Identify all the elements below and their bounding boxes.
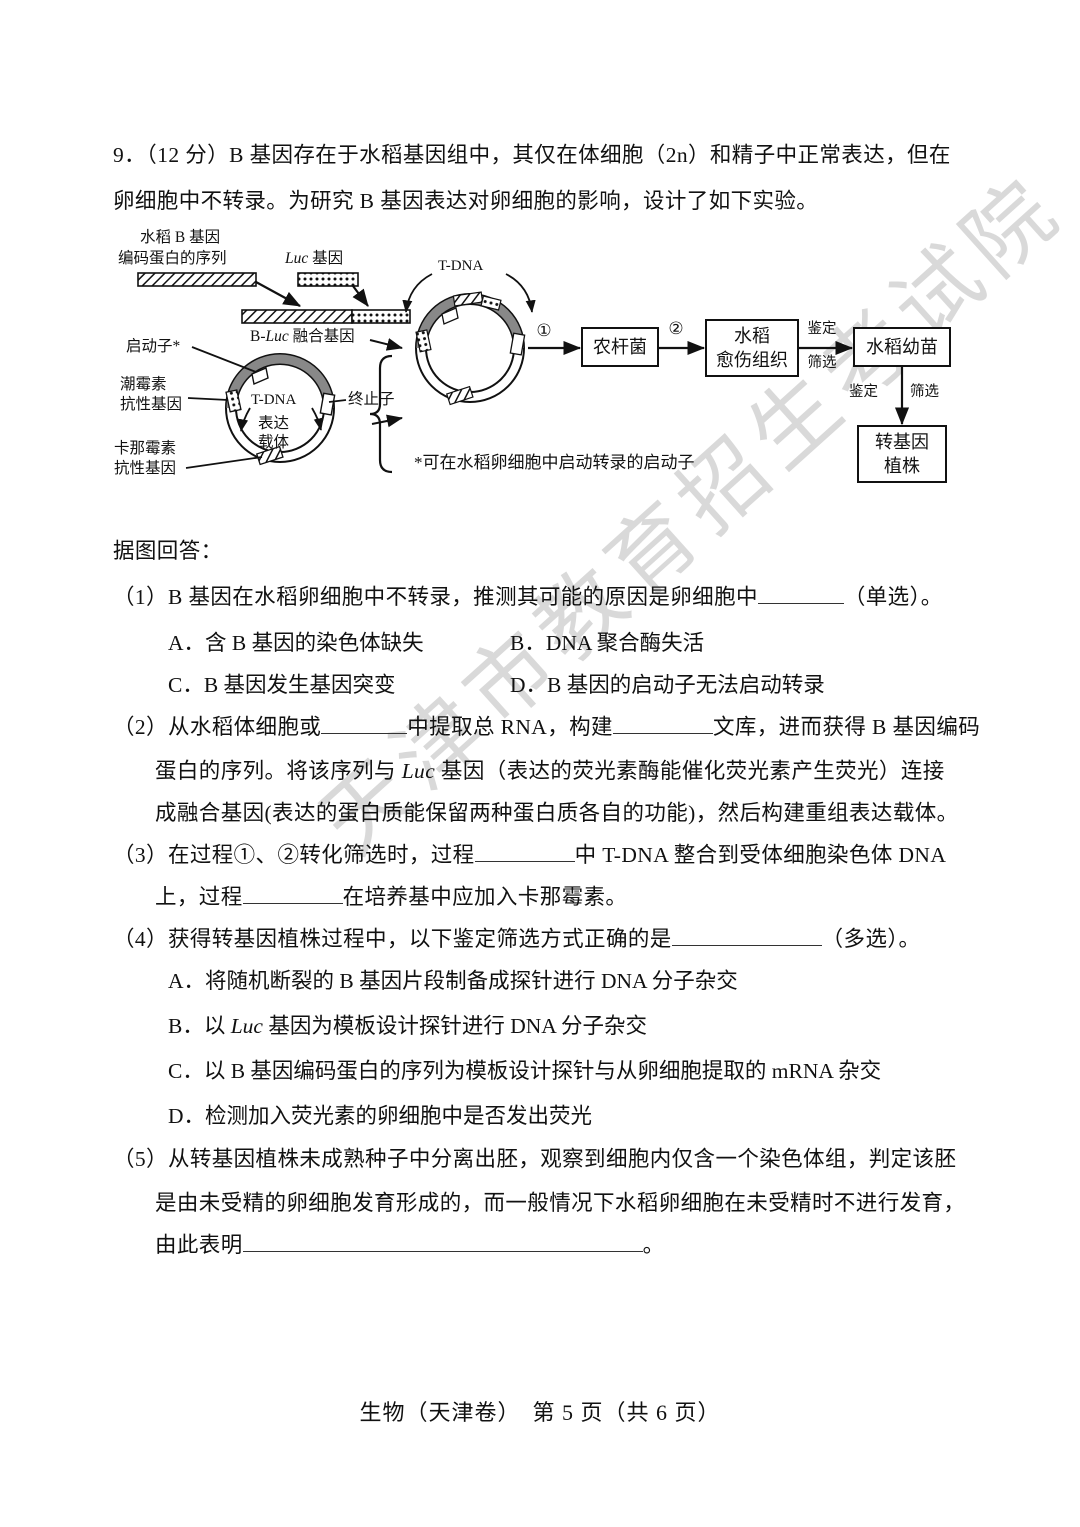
q4-option-b-prefix: B．以 — [168, 1014, 231, 1038]
q1-text-after: （单选）。 — [843, 585, 943, 609]
sub-question-3-line-1: （3）在过程①、②转化筛选时，过程 中 T-DNA 整合到受体细胞染色体 DNA — [113, 832, 1003, 878]
label-callus-1: 水稻 — [734, 326, 770, 346]
label-hygromycin-line2: 抗性基因 — [120, 395, 182, 413]
sub-question-2-line-3: 成融合基因(表达的蛋白质能保留两种蛋白质各自的功能)，然后构建重组表达载体。 — [155, 801, 959, 825]
q3-answer-blank-2[interactable] — [242, 883, 343, 904]
label-callus-2: 愈伤组织 — [716, 350, 788, 370]
q5-line3-b: 。 — [642, 1233, 665, 1257]
q3-line1-b: 中 T-DNA 整合到受体细胞染色体 DNA — [574, 843, 947, 867]
fusion-gene-luc-part — [351, 309, 411, 324]
q4-answer-blank[interactable] — [671, 925, 822, 946]
q3-answer-blank-1[interactable] — [474, 841, 575, 862]
q2-answer-blank-1[interactable] — [321, 713, 408, 734]
box-transgenic-plant — [857, 425, 947, 483]
label-kanamycin-line2: 抗性基因 — [114, 459, 176, 477]
sub-question-2-line-1: （2）从水稻体细胞或 中提取总 RNA，构建 文库，进而获得 B 基因编码 — [113, 704, 1003, 750]
answer-prompt: 据图回答： — [113, 539, 223, 563]
q4-option-b[interactable]: B．以 Luc 基因为模板设计探针进行 DNA 分子杂交 — [168, 1003, 647, 1049]
q2-text-a: （2）从水稻体细胞或 — [113, 715, 322, 739]
q2-line2-a: 蛋白的序列。将该序列与 — [155, 759, 402, 783]
label-vector-center-2: 载体 — [258, 433, 290, 451]
question-stem-line-1: 9．（12 分）B 基因存在于水稻基因组中，其仅在体细胞（2n）和精子中正常表达… — [113, 143, 951, 167]
sub-question-1: （1）B 基因在水稻卵细胞中不转录，推测其可能的原因是卵细胞中 （单选）。 — [113, 574, 993, 620]
sub-question-2-line-2: 蛋白的序列。将该序列与 Luc 基因（表达的荧光素酶能催化荧光素产生荧光）连接 — [155, 748, 1015, 794]
q1-option-c[interactable]: C．B 基因发生基因突变 — [168, 673, 396, 697]
q3-line2-b: 在培养基中应加入卡那霉素。 — [342, 885, 628, 909]
sub-question-3-line-2: 上，过程 在培养基中应加入卡那霉素。 — [155, 874, 1015, 920]
label-hygromycin-line1: 潮霉素 — [120, 375, 167, 393]
label-identify-1: 鉴定 — [808, 320, 837, 337]
page-footer: 生物（天津卷） 第 5 页（共 6 页） — [359, 1400, 721, 1425]
label-transgenic-1: 转基因 — [875, 432, 929, 452]
box-agrobacterium — [581, 327, 659, 367]
label-tdna-recombinant: T-DNA — [438, 258, 483, 274]
label-kanamycin-line1: 卡那霉素 — [114, 439, 176, 457]
q4-option-a[interactable]: A．将随机断裂的 B 基因片段制备成探针进行 DNA 分子杂交 — [168, 958, 738, 1004]
q4-option-d[interactable]: D．检测加入荧光素的卵细胞中是否发出荧光 — [168, 1093, 592, 1139]
label-fusion-gene: B-Luc 融合基因 — [250, 327, 355, 345]
q2-line2-italic: Luc — [401, 759, 436, 783]
label-rice-b-gene-line1: 水稻 B 基因 — [140, 228, 220, 246]
q4-option-c[interactable]: C．以 B 基因编码蛋白的序列为模板设计探针与从卵细胞提取的 mRNA 杂交 — [168, 1048, 881, 1094]
q1-option-a[interactable]: A．含 B 基因的染色体缺失 — [168, 631, 424, 655]
expression-vector-plasmid: T-DNA 表达 载体 — [225, 353, 336, 466]
q1-answer-blank[interactable] — [757, 583, 844, 604]
sub-question-5-line-3: 由此表明 。 — [155, 1222, 1035, 1268]
step-label-1: ① — [536, 321, 551, 340]
q1-option-b[interactable]: B．DNA 聚合酶失活 — [510, 631, 705, 655]
q4-text-before: （4）获得转基因植株过程中，以下鉴定筛选方式正确的是 — [113, 927, 672, 951]
q4-option-b-italic: Luc — [230, 1014, 263, 1038]
q2-text-b: 中提取总 RNA，构建 — [407, 715, 613, 739]
q4-option-c-text: C．以 B 基因编码蛋白的序列为模板设计探针与从卵细胞提取的 mRNA 杂交 — [168, 1059, 882, 1083]
label-rice-b-gene-line2: 编码蛋白的序列 — [118, 249, 227, 267]
question-stem-line-2: 卵细胞中不转录。为研究 B 基因表达对卵细胞的影响，设计了如下实验。 — [113, 189, 819, 213]
grouping-brace — [369, 354, 393, 474]
q5-line3-a: 由此表明 — [155, 1233, 243, 1257]
label-rice-seedling: 水稻幼苗 — [866, 337, 938, 357]
q2-text-c: 文库，进而获得 B 基因编码 — [712, 715, 981, 739]
figure-footnote: *可在水稻卵细胞中启动转录的启动子 — [414, 453, 695, 472]
q3-line1-a: （3）在过程①、②转化筛选时，过程 — [113, 843, 475, 867]
label-tdna-vector: T-DNA — [251, 392, 296, 408]
luc-gene-fragment — [297, 272, 359, 287]
label-promoter: 启动子* — [126, 337, 181, 355]
sub-question-4: （4）获得转基因植株过程中，以下鉴定筛选方式正确的是 （多选）。 — [113, 916, 1003, 962]
q2-answer-blank-2[interactable] — [612, 713, 713, 734]
label-terminator: 终止子 — [348, 390, 395, 408]
q1-text-before: （1）B 基因在水稻卵细胞中不转录，推测其可能的原因是卵细胞中 — [113, 585, 758, 609]
sub-question-5-line-2: 是由未受精的卵细胞发育形成的，而一般情况下水稻卵细胞在未受精时不进行发育， — [155, 1191, 966, 1215]
b-gene-fragment — [137, 272, 257, 287]
label-screen-1: 筛选 — [808, 354, 837, 371]
recombinant-plasmid: T-DNA — [402, 258, 536, 406]
label-transgenic-2: 植株 — [884, 456, 920, 476]
q4-option-b-suffix: 基因为模板设计探针进行 DNA 分子杂交 — [262, 1014, 647, 1038]
q4-option-a-text: A．将随机断裂的 B 基因片段制备成探针进行 DNA 分子杂交 — [168, 969, 738, 993]
q4-option-d-text: D．检测加入荧光素的卵细胞中是否发出荧光 — [168, 1104, 593, 1128]
fusion-gene-b-part — [241, 309, 353, 324]
sub-question-5-line-1: （5）从转基因植株未成熟种子中分离出胚，观察到细胞内仅含一个染色体组，判定该胚 — [113, 1147, 957, 1171]
q2-line2-b: 基因（表达的荧光素酶能催化荧光素产生荧光）连接 — [435, 759, 945, 783]
label-screen-2: 筛选 — [910, 383, 939, 400]
label-vector-center-1: 表达 — [258, 414, 289, 432]
label-luc-gene: Luc 基因 — [284, 249, 343, 267]
experiment-diagram: 水稻 B 基因 编码蛋白的序列 Luc 基因 B-Luc 融合基因 — [110, 228, 970, 500]
label-agrobacterium: 农杆菌 — [593, 337, 647, 357]
q5-answer-blank[interactable] — [242, 1231, 643, 1252]
label-identify-2: 鉴定 — [849, 383, 878, 400]
q3-line2-a: 上，过程 — [155, 885, 243, 909]
q1-option-d[interactable]: D．B 基因的启动子无法启动转录 — [510, 673, 825, 697]
q4-text-after: （多选）。 — [821, 927, 921, 951]
step-label-2: ② — [668, 319, 683, 338]
